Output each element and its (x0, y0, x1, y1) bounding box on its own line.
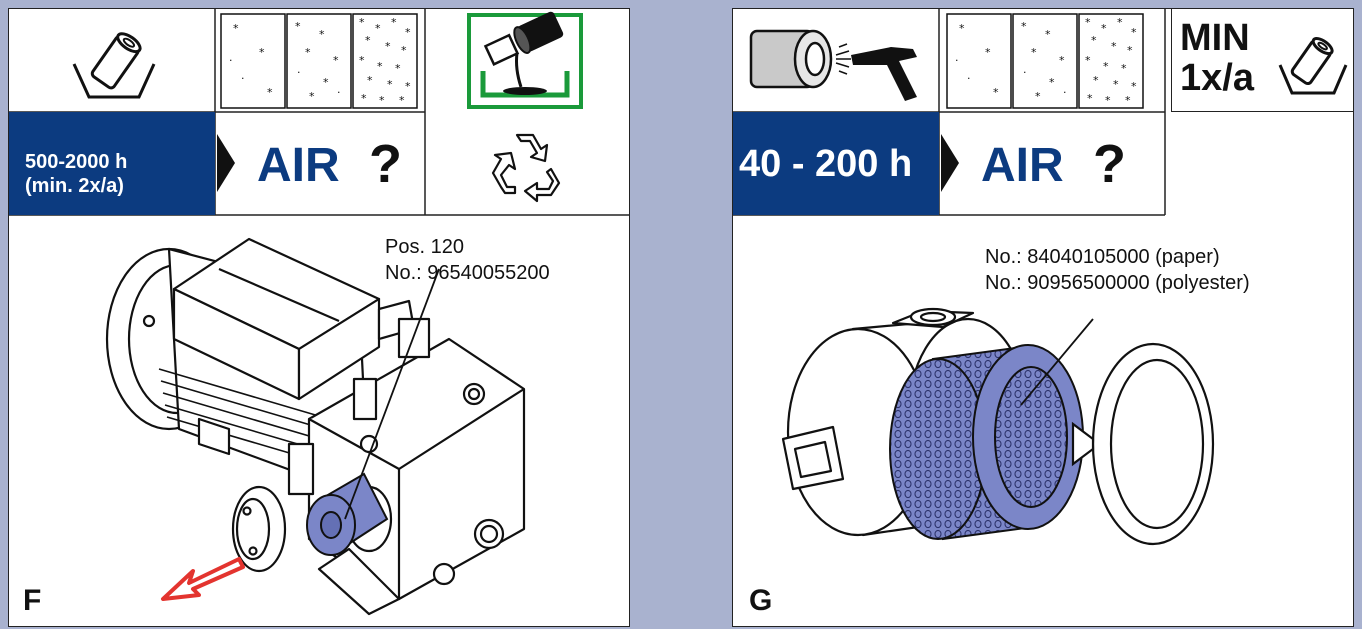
svg-text:*: * (1031, 46, 1037, 59)
air-label: AIR (981, 139, 1064, 192)
svg-text:·: · (955, 54, 959, 67)
svg-text:·: · (229, 54, 233, 67)
svg-text:*: * (1117, 16, 1123, 29)
dust-level-icon: **·*· ****·**· **************** (220, 13, 418, 109)
svg-text:*: * (1091, 34, 1097, 47)
svg-text:*: * (1049, 76, 1055, 89)
svg-text:*: * (1125, 94, 1131, 107)
svg-text:*: * (1035, 90, 1041, 103)
min-line-1: MIN (1180, 17, 1250, 59)
panel-g: **·*· ****·**· **************** MIN 1x/a… (732, 8, 1354, 627)
oil-disposal-icon (467, 11, 583, 109)
svg-text:*: * (395, 62, 401, 75)
svg-text:*: * (405, 80, 411, 93)
interval-line-2: (min. 2x/a) (25, 175, 124, 197)
filter-cartridge-icon (1278, 37, 1348, 95)
part-number-polyester: No.: 90956500000 (polyester) (985, 272, 1250, 294)
panel-f: **·*· ****·**· **************** 500-2000… (8, 8, 630, 627)
svg-text:*: * (323, 76, 329, 89)
filter-cartridge-icon (72, 32, 156, 99)
svg-text:*: * (1111, 40, 1117, 53)
svg-text:*: * (1131, 26, 1137, 39)
svg-text:*: * (391, 16, 397, 29)
svg-text:·: · (967, 72, 971, 85)
service-interval-label: 500-2000 h (min. 2x/a) (9, 112, 215, 215)
svg-text:*: * (259, 46, 265, 59)
svg-text:*: * (1087, 92, 1093, 105)
air-filter-illustration (781, 307, 1215, 546)
svg-text:*: * (233, 22, 239, 35)
svg-text:*: * (385, 40, 391, 53)
svg-text:·: · (337, 86, 341, 99)
svg-text:*: * (1131, 80, 1137, 93)
part-position: Pos. 120 (385, 236, 464, 258)
pump-illustration (105, 237, 526, 616)
svg-text:*: * (367, 74, 373, 87)
question-mark: ? (369, 134, 402, 194)
svg-text:*: * (379, 94, 385, 107)
svg-text:*: * (1059, 54, 1065, 67)
svg-text:*: * (1105, 94, 1111, 107)
step-arrow-icon (217, 134, 235, 192)
part-number-paper: No.: 84040105000 (paper) (985, 246, 1220, 268)
step-arrow-icon (941, 134, 959, 192)
svg-text:*: * (959, 22, 965, 35)
svg-text:*: * (1103, 60, 1109, 73)
svg-text:*: * (1121, 62, 1127, 75)
svg-text:·: · (1063, 86, 1067, 99)
svg-text:*: * (399, 94, 405, 107)
question-mark: ? (1093, 134, 1126, 194)
svg-text:*: * (1093, 74, 1099, 87)
svg-text:*: * (405, 26, 411, 39)
svg-text:*: * (309, 90, 315, 103)
svg-text:·: · (1023, 66, 1027, 79)
svg-text:*: * (1045, 28, 1051, 41)
svg-text:*: * (387, 78, 393, 91)
svg-text:·: · (297, 66, 301, 79)
svg-text:*: * (1085, 16, 1091, 29)
svg-text:*: * (401, 44, 407, 57)
air-label: AIR (257, 139, 340, 192)
min-interval-box: MIN 1x/a (1171, 9, 1353, 112)
svg-text:*: * (993, 86, 999, 99)
svg-text:*: * (1127, 44, 1133, 57)
svg-text:*: * (985, 46, 991, 59)
svg-text:*: * (361, 92, 367, 105)
svg-text:*: * (333, 54, 339, 67)
part-number: No.: 96540055200 (385, 262, 550, 284)
svg-text:*: * (267, 86, 273, 99)
svg-text:*: * (377, 60, 383, 73)
svg-text:*: * (375, 22, 381, 35)
svg-text:*: * (359, 54, 365, 67)
svg-text:*: * (359, 16, 365, 29)
svg-text:*: * (365, 34, 371, 47)
panel-letter: F (23, 584, 42, 617)
svg-text:*: * (319, 28, 325, 41)
svg-text:*: * (1021, 20, 1027, 33)
dust-level-icon: **·*· ****·**· **************** (946, 13, 1144, 109)
interval-line-1: 500-2000 h (25, 151, 128, 173)
min-line-2: 1x/a (1180, 57, 1254, 99)
svg-text:*: * (1113, 78, 1119, 91)
exit-arrow-icon (161, 557, 245, 601)
panel-letter: G (749, 584, 773, 617)
service-interval-label: 40 - 200 h (733, 112, 939, 215)
svg-text:·: · (241, 72, 245, 85)
filter-blow-out-icon (749, 29, 917, 101)
svg-text:*: * (1085, 54, 1091, 67)
svg-text:*: * (295, 20, 301, 33)
svg-text:*: * (305, 46, 311, 59)
header-grid-lines (733, 9, 1166, 216)
svg-text:*: * (1101, 22, 1107, 35)
recycle-icon (491, 133, 561, 203)
